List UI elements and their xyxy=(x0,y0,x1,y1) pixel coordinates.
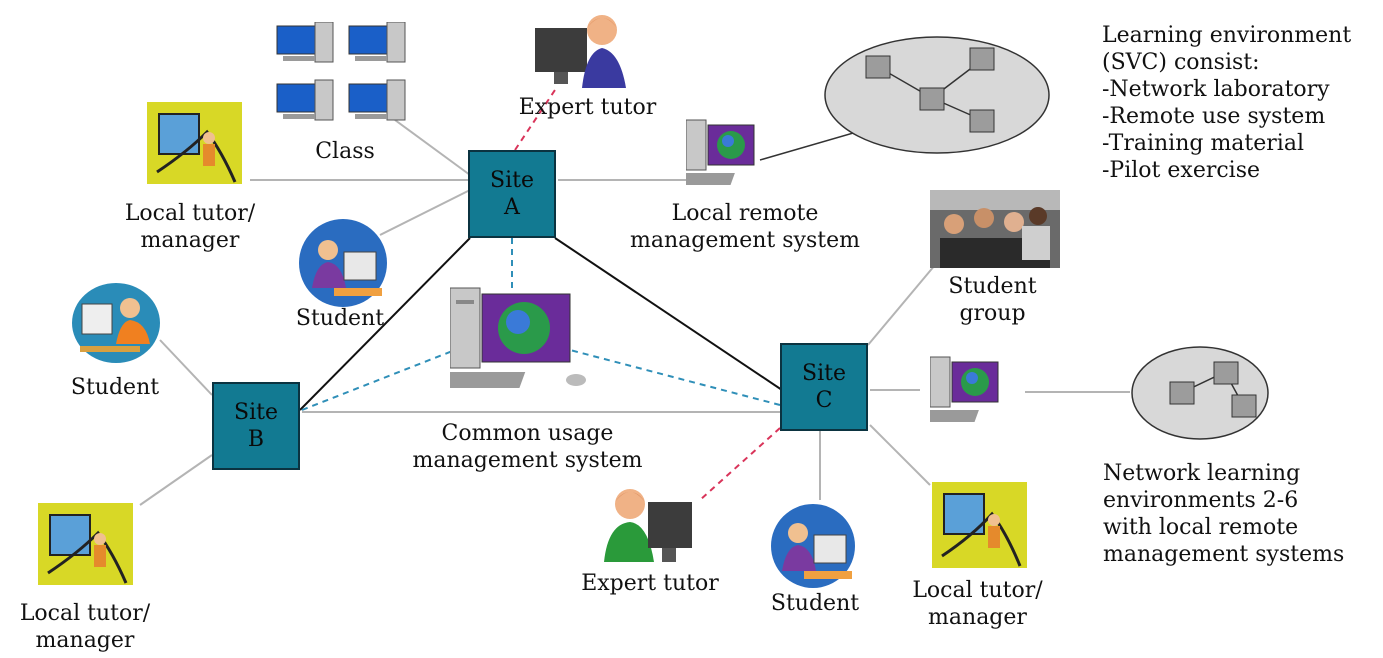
label-expert-tutor-bottom: Expert tutor xyxy=(581,571,719,596)
manager-clipart-icon-bottom-left xyxy=(38,503,133,585)
line-a-c xyxy=(554,237,783,391)
line-c-expert-tutor xyxy=(699,427,781,501)
network-cloud-icon-top xyxy=(824,36,1050,154)
student-group-photo xyxy=(930,190,1060,268)
label-local-tutor-left: Local tutor/ manager xyxy=(124,201,256,253)
line-a-b xyxy=(299,237,471,411)
line-a-expert-tutor xyxy=(514,89,556,151)
label-student-group: Student group xyxy=(948,274,1037,326)
label-class: Class xyxy=(315,139,375,164)
label-local-remote-management: Local remote management system xyxy=(630,201,860,253)
line-a-class xyxy=(394,119,471,176)
label-local-tutor-bottom-left: Local tutor/ manager xyxy=(19,601,151,653)
tutor-at-computer-icon-bottom xyxy=(604,489,692,562)
manager-clipart-icon-left xyxy=(147,102,242,184)
line-c-local-tutor xyxy=(869,424,931,486)
class-computers-icon xyxy=(276,22,406,121)
label-common-usage: Common usage management system xyxy=(412,421,643,473)
site-b-node: Site B xyxy=(212,382,300,470)
site-a-node: Site A xyxy=(468,150,556,238)
label-student-left: Student xyxy=(70,375,160,400)
line-b-local-tutor xyxy=(139,454,213,506)
student-at-computer-icon-a xyxy=(299,219,387,307)
manager-clipart-icon-c xyxy=(932,482,1027,568)
note-network-learning-environments: Network learning environments 2-6 with l… xyxy=(1103,461,1345,567)
line-b-student xyxy=(159,339,213,396)
line-c-group xyxy=(867,264,936,346)
student-at-computer-icon-c xyxy=(771,504,855,588)
student-at-computer-icon-left xyxy=(72,283,160,363)
label-student-a: Student xyxy=(295,306,385,331)
label-local-tutor-c: Local tutor/ manager xyxy=(912,578,1043,630)
line-c-common xyxy=(569,349,781,406)
label-student-c: Student xyxy=(770,591,860,616)
network-cloud-icon-bottom xyxy=(1131,346,1269,440)
desktop-computer-globe-icon-remote xyxy=(686,119,755,185)
label-expert-tutor-top: Expert tutor xyxy=(518,95,657,120)
note-learning-environment: Learning environment (SVC) consist: -Net… xyxy=(1102,23,1352,183)
line-a-student xyxy=(379,189,471,236)
site-c-node: Site C xyxy=(780,343,868,431)
tutor-at-computer-icon-top xyxy=(535,15,626,88)
line-b-common xyxy=(301,349,456,411)
desktop-computer-globe-icon-c xyxy=(930,356,999,422)
desktop-computer-globe-icon-common xyxy=(450,287,586,388)
